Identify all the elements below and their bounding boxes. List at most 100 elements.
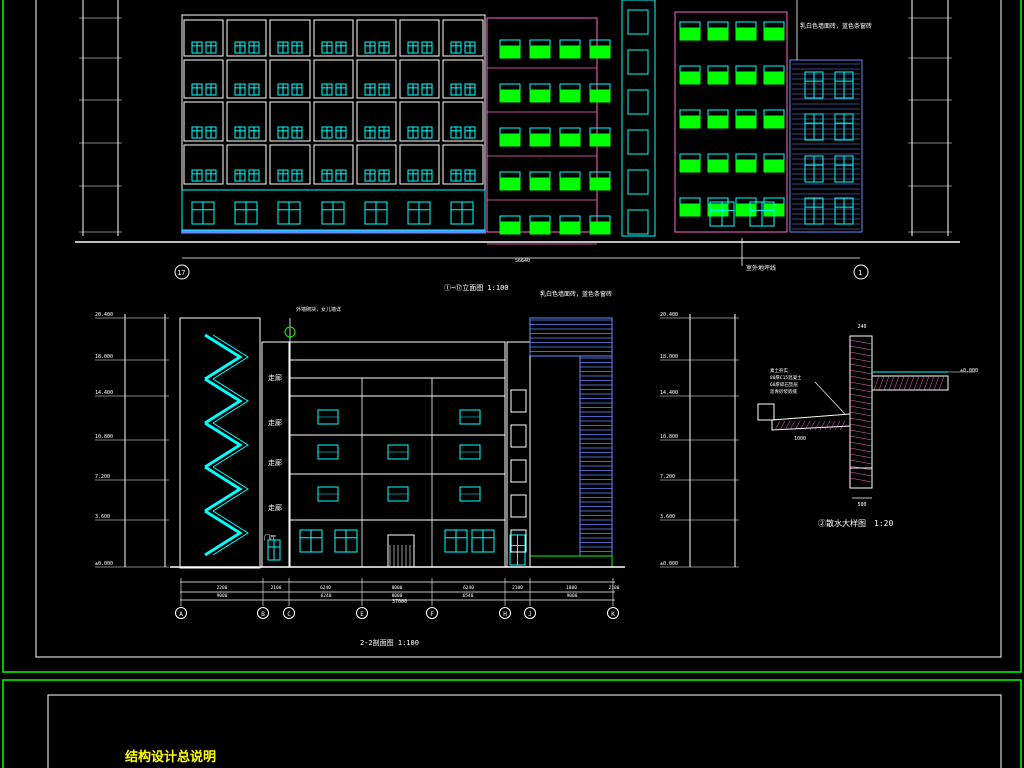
green-balcony xyxy=(735,27,757,41)
detail-marker: ② xyxy=(818,519,826,528)
sheet-frame-bottom xyxy=(2,679,1022,768)
ground-floor-base xyxy=(181,189,486,231)
window xyxy=(335,41,347,54)
stair-rail xyxy=(212,422,249,468)
axis-label: F xyxy=(430,611,434,618)
stair-window xyxy=(627,89,649,115)
window xyxy=(234,169,246,182)
hatch xyxy=(908,375,915,391)
window xyxy=(450,83,462,96)
stair-window xyxy=(627,169,649,195)
window xyxy=(291,169,303,182)
dim-value: 8000 xyxy=(392,593,403,599)
window xyxy=(321,41,333,54)
dim-value: 2200 xyxy=(217,585,228,591)
apron xyxy=(771,413,851,431)
hatch xyxy=(849,357,873,363)
ground-window xyxy=(321,201,345,225)
balcony-bay xyxy=(183,59,224,99)
hatch xyxy=(888,375,895,391)
ground-window xyxy=(334,529,358,553)
balcony-bay xyxy=(183,19,224,57)
sheet-inner-border-top xyxy=(35,0,1002,658)
hatch xyxy=(849,447,873,453)
door xyxy=(267,539,281,561)
hatch xyxy=(918,375,925,391)
axis-label: C xyxy=(287,611,291,618)
window xyxy=(421,83,433,96)
ground-window xyxy=(191,201,215,225)
window xyxy=(450,126,462,139)
window xyxy=(205,169,217,182)
hatch xyxy=(928,375,935,391)
green-balcony xyxy=(763,27,785,41)
hatch xyxy=(849,423,873,429)
level-value: 20.400 xyxy=(95,312,113,318)
balcony-bay xyxy=(183,144,224,185)
corridor-label: 走廊 xyxy=(268,418,282,427)
hatch xyxy=(789,420,796,431)
bay-window xyxy=(510,494,527,518)
hatch xyxy=(834,420,841,431)
detail-dim-top: 240 xyxy=(857,324,866,330)
green-balcony xyxy=(679,115,701,129)
green-balcony xyxy=(763,159,785,173)
hatch xyxy=(849,387,873,393)
corridor-label: 走廊 xyxy=(268,503,282,512)
elevation-title: ①~⑰立面图 1:100 xyxy=(444,283,509,292)
stair-rail xyxy=(212,466,249,512)
green-balcony xyxy=(735,115,757,129)
balcony-bay xyxy=(442,144,484,185)
section-total-dim: 37000 xyxy=(392,599,407,605)
dim-value: 2100 xyxy=(271,585,282,591)
balcony-bay xyxy=(313,19,354,57)
green-balcony xyxy=(679,203,701,217)
hatch xyxy=(849,405,873,411)
window xyxy=(464,169,476,182)
green-balcony xyxy=(589,89,611,103)
level-value: 10.800 xyxy=(660,434,678,440)
hatch xyxy=(849,453,873,459)
annex-block xyxy=(789,59,863,233)
balcony-bay xyxy=(313,101,354,142)
axis-label: K xyxy=(611,611,615,618)
axis-bubble xyxy=(175,607,187,619)
dim-value: 6240 xyxy=(320,585,331,591)
hatch xyxy=(849,471,873,477)
detail-dim-bottom: 500 xyxy=(857,502,866,508)
dim-value: 1800 xyxy=(566,585,577,591)
apron-detail: 2405001000±0.000素土夯实80厚C15混凝土60厚碎石垫层沥青砂浆… xyxy=(757,324,978,508)
window xyxy=(321,169,333,182)
green-balcony xyxy=(707,115,729,129)
balcony-bay xyxy=(356,144,397,185)
window xyxy=(378,41,390,54)
curtain-top xyxy=(529,317,613,357)
window xyxy=(291,83,303,96)
detail-note: 沥青砂浆嵌缝 xyxy=(770,388,797,395)
window xyxy=(205,41,217,54)
stair-window xyxy=(627,49,649,75)
window xyxy=(234,126,246,139)
right-bay xyxy=(506,341,531,568)
hatch xyxy=(849,363,873,369)
green-balcony xyxy=(589,133,611,147)
ground-window xyxy=(299,529,323,553)
axis-bubble-left xyxy=(174,264,190,280)
green-balcony xyxy=(763,115,785,129)
level-value: 18.000 xyxy=(660,354,678,360)
balcony-bay xyxy=(226,59,267,99)
bay-window xyxy=(510,424,527,448)
window xyxy=(364,126,376,139)
ground-window xyxy=(450,201,474,225)
ground-window xyxy=(364,201,388,225)
stair-rail xyxy=(212,378,249,424)
section-2-2: 20.40018.00014.40010.8007.2003.600±0.000… xyxy=(95,312,739,619)
level-value: 3.600 xyxy=(660,514,675,520)
hatch xyxy=(784,420,791,431)
window xyxy=(191,41,203,54)
hatch xyxy=(849,393,873,399)
stair-flight xyxy=(204,421,243,469)
window xyxy=(234,41,246,54)
green-balcony xyxy=(499,133,521,147)
